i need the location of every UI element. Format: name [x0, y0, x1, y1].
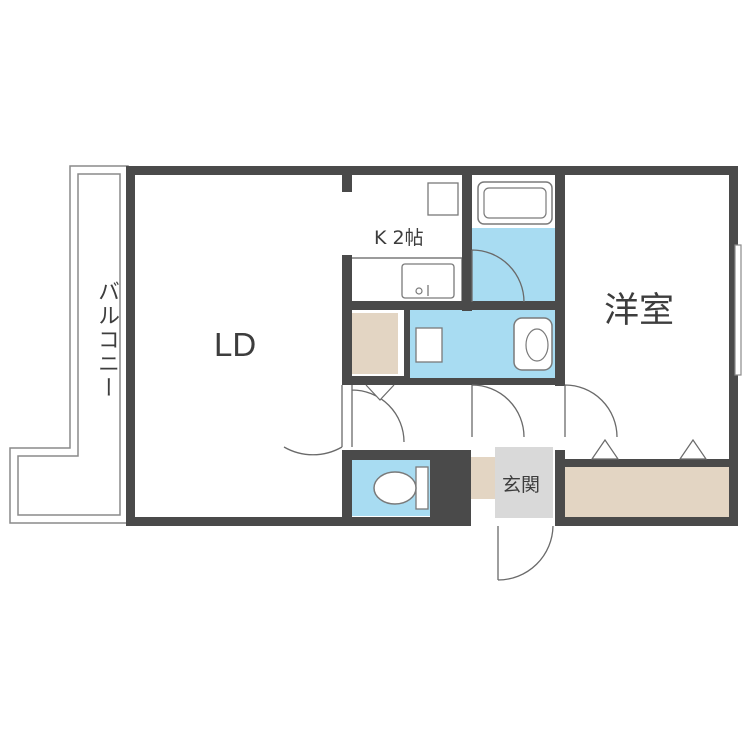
- room-label-ld: LD: [214, 326, 257, 363]
- room-label-genkan: 玄関: [502, 474, 541, 496]
- door-swings: [283, 249, 618, 581]
- genkan-floor: [495, 447, 553, 518]
- balcony-inner-outline: [17, 173, 121, 516]
- room-label-kitchen: K 2帖: [374, 227, 424, 249]
- folding-door-marker: [365, 384, 395, 401]
- room-label-balcony: バルコニー: [94, 280, 119, 400]
- bath-floor: [472, 228, 556, 301]
- closet-door-marker-right: [678, 438, 708, 460]
- washer-pan: [415, 327, 443, 363]
- sink-drain: [415, 287, 423, 295]
- bedroom-closet: [565, 466, 735, 518]
- toilet-tank: [415, 466, 429, 510]
- fridge-space: [427, 182, 459, 216]
- closet-door-marker-left: [590, 438, 620, 460]
- bathtub-inner: [483, 187, 547, 219]
- kitchen-sink: [401, 263, 455, 299]
- walls: [126, 166, 738, 526]
- storage-closet: [352, 313, 398, 374]
- genkan-shoe-storage: [471, 457, 495, 499]
- wash-basin: [513, 317, 553, 371]
- bathtub: [477, 181, 553, 225]
- room-label-youshitsu: 洋室: [604, 291, 675, 331]
- toilet-bowl: [373, 471, 417, 505]
- wash-basin-bowl: [525, 328, 549, 362]
- bedroom-window: [734, 244, 742, 376]
